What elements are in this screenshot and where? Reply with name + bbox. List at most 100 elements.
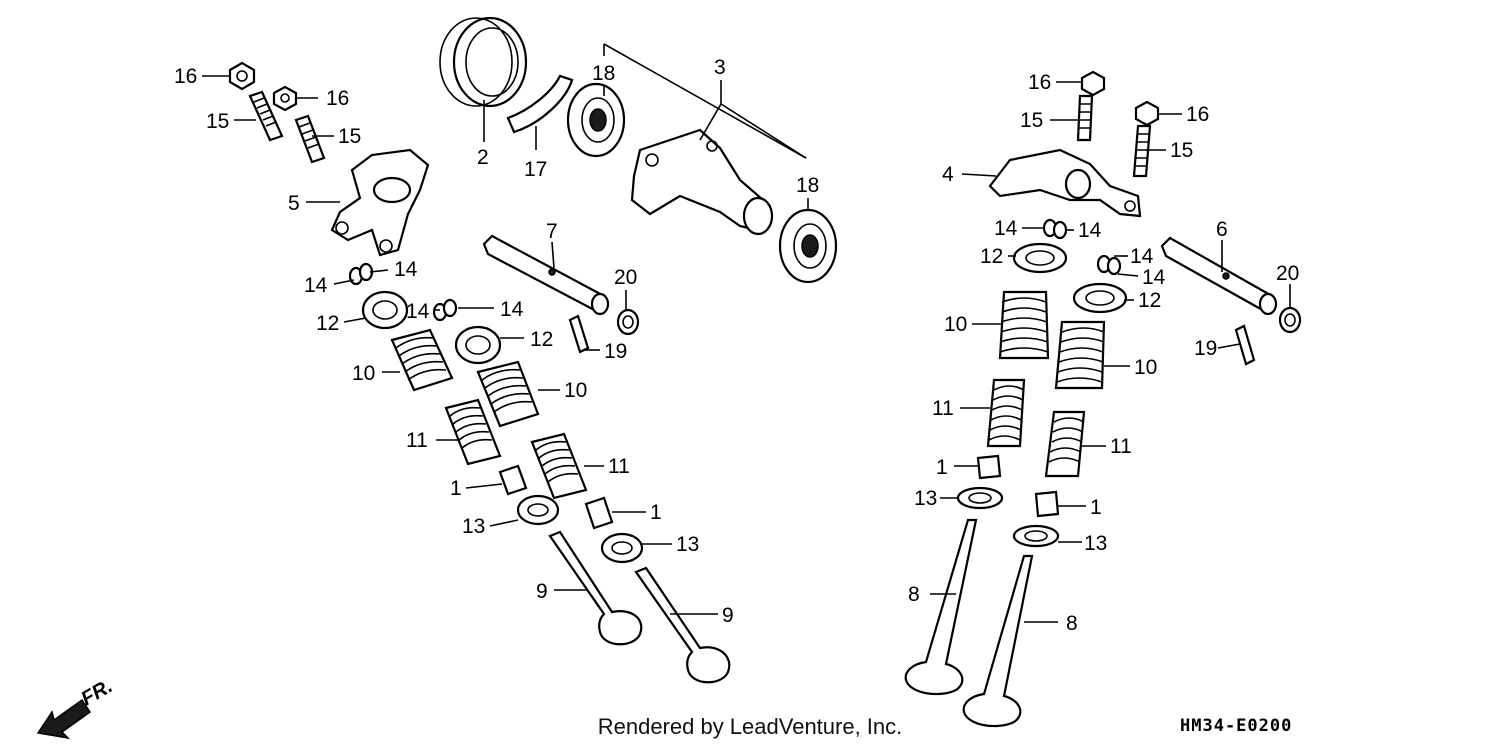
bearing-18-a [566,82,626,158]
nut-16-right-a [1080,70,1106,97]
callout-14: 14 [1078,219,1102,242]
washer-13-left-b [600,532,644,564]
seal-2 [439,16,528,108]
callout-10: 10 [1134,356,1157,379]
callout-4: 4 [942,163,954,186]
retainer-12-right-a [1012,242,1068,274]
callout-8: 8 [908,583,920,606]
seal-1-right-a [976,454,1002,480]
callout-7: 7 [546,220,558,243]
callout-20: 20 [1276,262,1299,285]
callout-14: 14 [500,298,524,321]
rocker-arm-4 [988,148,1142,218]
spring-11-right-b [1044,410,1086,478]
callout-11: 11 [1110,435,1132,458]
callout-20: 20 [614,266,637,289]
callout-3: 3 [714,56,726,79]
callout-9: 9 [536,580,548,603]
nut-16-left-b [272,85,298,112]
callout-1: 1 [1090,496,1102,519]
valve-9-a [548,530,643,646]
spring-10-right-b [1054,320,1106,390]
stud-15-left-b [294,114,326,164]
callout-1: 1 [450,477,462,500]
callout-16: 16 [1028,71,1051,94]
callout-12: 12 [316,312,339,335]
callout-12: 12 [530,328,553,351]
callout-labels: 16 16 15 15 5 14 14 12 14 14 12 10 10 11… [174,56,1299,635]
callout-14: 14 [994,217,1018,240]
stud-15-right-a [1076,94,1094,142]
pin-19-right [1234,324,1256,366]
callout-10: 10 [564,379,587,402]
callout-13: 13 [914,487,937,510]
callout-14: 14 [1142,266,1166,289]
callout-11: 11 [932,397,954,420]
cotter-14-right-b [1096,254,1122,276]
callout-1: 1 [936,456,948,479]
callout-16: 16 [174,65,197,88]
rocker-shaft-7 [482,234,610,316]
washer-13-right-a [956,486,1004,510]
valve-9-b [634,566,731,684]
rocker-shaft-6 [1160,236,1278,316]
cotter-14-left-a [348,262,374,286]
bearing-18-b [778,208,838,284]
callout-11: 11 [406,429,428,452]
rocker-arm-5 [330,148,430,257]
callout-15: 15 [1170,139,1193,162]
callout-5: 5 [288,192,300,215]
washer-13-left-a [516,494,560,526]
nut-16-right-b [1134,100,1160,127]
stud-15-right-b [1132,124,1152,178]
callout-15: 15 [1020,109,1043,132]
o-ring-20-left [616,308,640,336]
spring-11-left-a [444,398,502,466]
callout-18: 18 [796,174,819,197]
callout-12: 12 [980,245,1003,268]
spring-10-left-b [476,360,540,428]
callout-15: 15 [206,110,229,133]
nut-16-left-a [228,61,256,91]
seal-1-left-a [498,464,528,496]
callout-16: 16 [1186,103,1209,126]
callout-6: 6 [1216,218,1228,241]
stud-15-left-a [248,90,284,142]
washer-13-right-b [1012,524,1060,548]
callout-14: 14 [1130,245,1154,268]
rendered-by-credit: Rendered by LeadVenture, Inc. [597,714,903,739]
callout-14: 14 [394,258,418,281]
retainer-12-left-b [454,325,502,365]
spring-10-left-a [390,328,454,392]
callout-12: 12 [1138,289,1161,312]
callout-10: 10 [944,313,967,336]
cotter-14-right-a [1042,218,1068,240]
callout-16: 16 [326,87,349,110]
callout-13: 13 [462,515,485,538]
diagram-code: HM34-E0200 [1180,716,1293,736]
seal-1-left-b [584,496,614,530]
callout-8: 8 [1066,612,1078,635]
retainer-12-left-a [361,290,409,330]
spring-11-left-b [530,432,588,500]
callout-15: 15 [338,125,361,148]
callout-14: 14 [304,274,328,297]
valve-8-b [962,554,1034,728]
callout-18: 18 [592,62,615,85]
callout-9: 9 [722,604,734,627]
callout-13: 13 [676,533,699,556]
callout-14: 14 [406,300,430,323]
callout-1: 1 [650,501,662,524]
callout-19: 19 [1194,337,1217,360]
o-ring-20-right [1278,306,1302,334]
callout-19: 19 [604,340,627,363]
plate-17 [506,74,574,134]
seal-1-right-b [1034,490,1060,518]
valve-8-a [904,518,978,696]
spring-11-right-a [986,378,1026,448]
leader-lines [202,43,1291,623]
cotter-14-left-b [432,298,458,322]
spring-10-right-a [998,290,1050,360]
